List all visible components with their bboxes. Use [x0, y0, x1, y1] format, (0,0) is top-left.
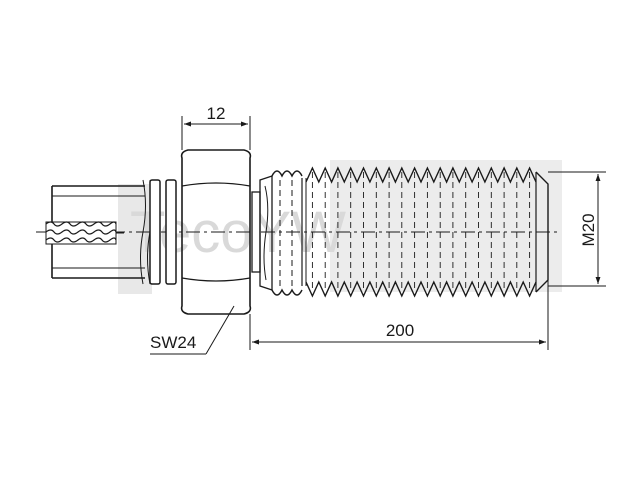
- dimension-label-12: 12: [207, 104, 226, 123]
- wrench-size-label: SW24: [150, 333, 196, 352]
- watermark: TecoYW: [118, 160, 562, 294]
- threaded-rod: [301, 166, 549, 298]
- dimension-nut-width: 12: [181, 104, 251, 150]
- inner-spring: [45, 221, 124, 245]
- dimension-thread-diameter: M20: [548, 171, 606, 287]
- dimension-label-200: 200: [386, 321, 414, 340]
- wrench-size-callout: SW24: [150, 305, 235, 355]
- bellows-boot: [271, 170, 303, 296]
- washers: [149, 179, 177, 285]
- dimension-label-m20: M20: [579, 213, 598, 246]
- hex-nut: [180, 149, 252, 315]
- dimension-thread-length: 200: [249, 280, 549, 350]
